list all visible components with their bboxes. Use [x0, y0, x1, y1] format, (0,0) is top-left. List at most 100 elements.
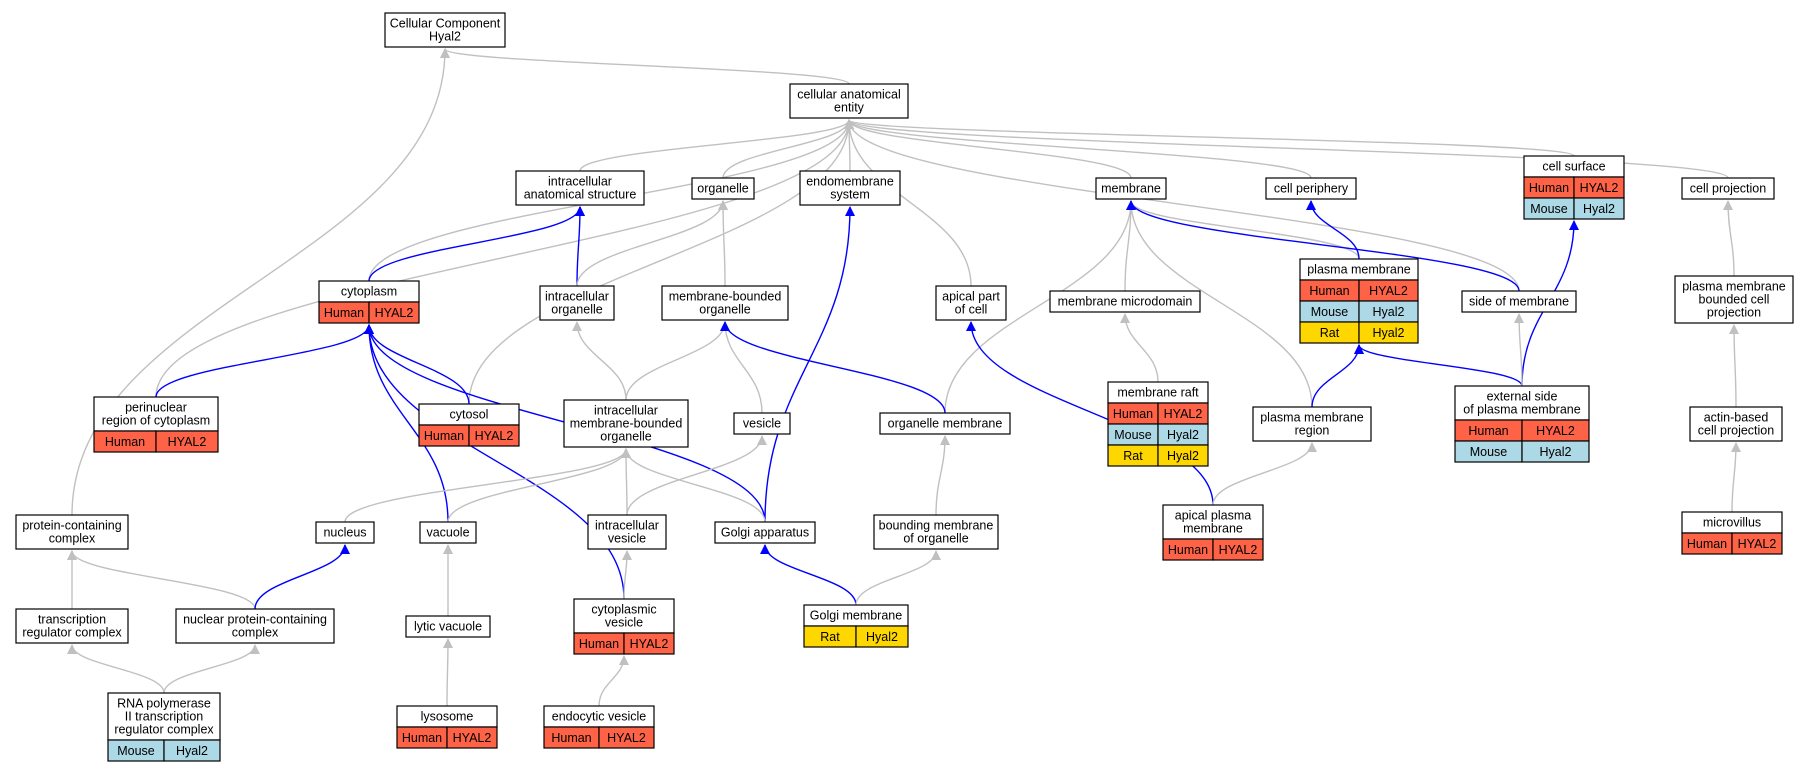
- term-label: cytosol: [450, 408, 489, 422]
- edge-part-of: [760, 544, 857, 606]
- edge-is-a: [844, 119, 1312, 179]
- gene-cell: [468, 424, 520, 447]
- term-label: external side: [1487, 390, 1558, 404]
- term-label: region: [1295, 424, 1330, 438]
- term-label: of cell: [955, 303, 988, 317]
- term-box: [1454, 385, 1590, 421]
- gene-cell: [446, 726, 498, 749]
- edge-is-a: [67, 550, 256, 610]
- edge-is-a: [1723, 200, 1735, 277]
- term-label: cytoplasm: [341, 285, 397, 299]
- term-node-vesicle[interactable]: vesicle: [733, 412, 791, 435]
- term-node-vacuole[interactable]: vacuole: [419, 521, 477, 544]
- edge-is-a: [468, 119, 854, 405]
- term-node-membrane[interactable]: membrane: [1095, 177, 1167, 200]
- term-label: microvillus: [1703, 516, 1761, 530]
- edge-is-a: [718, 200, 729, 287]
- term-box: [1265, 177, 1357, 200]
- term-label: intracellular: [594, 404, 658, 418]
- species-name: Human: [402, 731, 442, 745]
- term-box: [15, 608, 129, 644]
- edge-part-of: [574, 206, 585, 287]
- term-label: organelle: [600, 430, 651, 444]
- edge-is-a: [155, 119, 854, 398]
- gene-cell: [368, 301, 420, 324]
- edge-part-of: [364, 324, 470, 405]
- term-box: [107, 692, 221, 741]
- term-node-lytic-vacuole[interactable]: lytic vacuole: [405, 615, 491, 638]
- term-box: [563, 399, 689, 448]
- edge-is-a: [1729, 324, 1740, 408]
- term-node-cell-projection[interactable]: cell projection: [1681, 177, 1775, 200]
- edge-is-a: [1124, 200, 1136, 292]
- term-node-golgi-apparatus[interactable]: Golgi apparatus: [714, 521, 816, 544]
- gene-symbol: HYAL2: [630, 637, 669, 651]
- term-label: membrane microdomain: [1058, 295, 1193, 309]
- term-node-organelle-membrane[interactable]: organelle membrane: [879, 412, 1011, 435]
- edge-is-a: [440, 48, 850, 85]
- term-label: nucleus: [323, 526, 366, 540]
- gene-symbol: HYAL2: [1369, 284, 1408, 298]
- term-label: membrane: [1183, 522, 1243, 536]
- edge-is-a: [621, 448, 632, 516]
- term-node-cell-periphery[interactable]: cell periphery: [1265, 177, 1357, 200]
- term-box: [1095, 177, 1167, 200]
- edge-part-of: [368, 206, 585, 282]
- term-label: cytoplasmic: [591, 603, 656, 617]
- gene-symbol: Hyal2: [1373, 326, 1405, 340]
- term-label: of plasma membrane: [1463, 403, 1580, 417]
- gene-symbol: HYAL2: [1536, 424, 1575, 438]
- edge-is-a: [626, 435, 767, 516]
- term-box: [1689, 406, 1783, 442]
- species-name: Human: [579, 637, 619, 651]
- edge-is-a: [1120, 313, 1159, 383]
- term-node-side-of-membrane[interactable]: side of membrane: [1461, 290, 1577, 313]
- term-node-organelle[interactable]: organelle: [691, 177, 755, 200]
- edge-is-a: [71, 48, 450, 516]
- edge-part-of: [1306, 200, 1360, 260]
- gene-symbol: HYAL2: [1580, 181, 1619, 195]
- term-node-nucleus[interactable]: nucleus: [315, 521, 375, 544]
- term-box: [1049, 290, 1201, 313]
- edge-is-a: [855, 550, 941, 606]
- edge-is-a: [67, 644, 165, 694]
- term-box: [573, 598, 675, 634]
- term-label: of organelle: [903, 532, 968, 546]
- term-box: [799, 170, 901, 206]
- term-node-membrane-microdomain[interactable]: membrane microdomain: [1049, 290, 1201, 313]
